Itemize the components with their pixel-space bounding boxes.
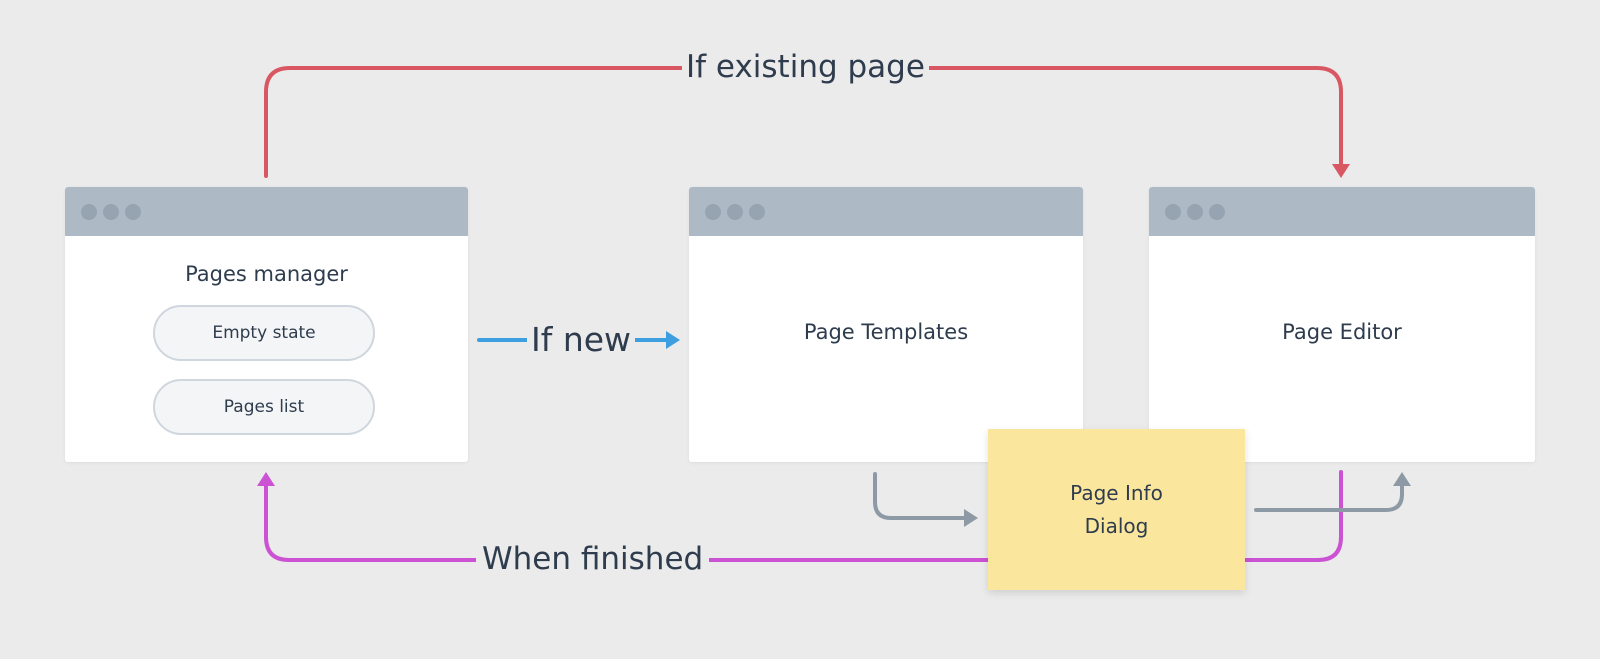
edge-new-label: If new [527,323,636,356]
sticky-line-1: Page Info [1070,480,1163,505]
window-dot-icon [125,204,141,220]
window-dot-icon [1165,204,1181,220]
pages-manager-title: Pages manager [185,262,348,286]
window-titlebar [1149,187,1535,236]
window-dot-icon [81,204,97,220]
window-titlebar [689,187,1083,236]
window-dot-icon [749,204,765,220]
edge-finished-arrowhead [257,472,275,486]
pages-list-pill[interactable]: Pages list [153,379,375,435]
edge-dialog-to-editor-arrowhead [1393,472,1411,486]
edge-dialog-to-editor-line [1254,482,1404,512]
window-titlebar [65,187,468,236]
window-dot-icon [727,204,743,220]
edge-templates-to-dialog-arrowhead [964,509,978,527]
page-editor-title: Page Editor [1282,320,1402,344]
window-dot-icon [1209,204,1225,220]
page-info-dialog-note: Page Info Dialog [988,429,1245,590]
window-page-editor: Page Editor [1149,187,1535,462]
edge-templates-to-dialog-line [873,472,968,520]
empty-state-pill[interactable]: Empty state [153,305,375,361]
sticky-line-2: Dialog [1084,513,1149,538]
window-dot-icon [103,204,119,220]
window-pages-manager: Pages manager Empty state Pages list [65,187,468,462]
window-dot-icon [1187,204,1203,220]
window-dot-icon [705,204,721,220]
window-page-templates: Page Templates [689,187,1083,462]
edge-new-arrowhead [666,331,680,349]
edge-finished-label: When finished [476,544,710,575]
page-templates-title: Page Templates [803,320,969,344]
edge-existing-arrowhead [1332,164,1350,178]
edge-existing-label: If existing page [682,52,929,83]
